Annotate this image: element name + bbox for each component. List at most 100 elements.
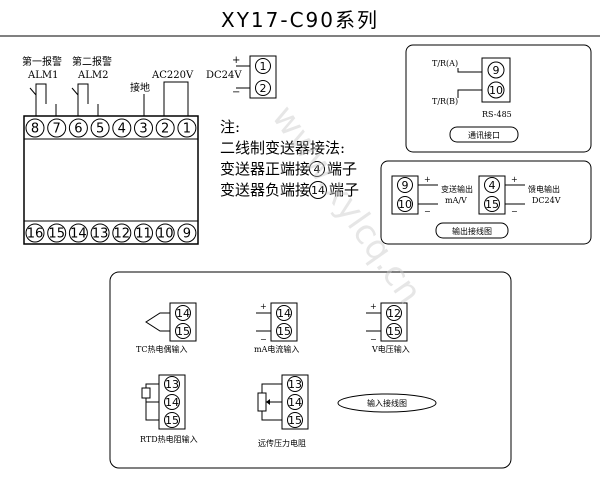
output-caption: 输出接线图 [452,226,492,236]
comm-tra-label: T/R(A) [432,59,458,68]
v-terminal-a [386,305,402,321]
v-plus: + [370,302,377,311]
output-terminal-10-num: 10 [398,198,412,211]
ma-minus: − [260,335,267,344]
alm1-relay [29,83,57,116]
ground-label: 接地 [130,81,150,94]
v-label: V电压输入 [371,344,410,354]
output-terminal-15-num: 15 [485,198,499,211]
output-panel [380,160,592,245]
v-terminal-a-num: 12 [387,307,401,320]
v-input: 12 15 + − V电压输入 [366,302,410,354]
dc24v-minus: − [232,87,240,98]
tc-terminal-a [175,305,191,321]
bottom-terminal [90,223,110,243]
output-terminal-15 [484,196,500,212]
output-right-label2: DC24V [532,196,561,205]
dc24v-terminal-2 [255,80,271,96]
power-wire [163,81,189,116]
output-left-label1: 变送输出 [441,184,473,194]
bottom-terminal [68,223,88,243]
remote-terminal-c [287,412,303,428]
output-left-label2: mA/V [445,196,467,205]
top-terminal [155,118,175,138]
ma-terminal-b-num: 15 [277,325,291,338]
notes-line2-circle [309,161,325,177]
comm-terminal-10-num: 10 [489,84,503,97]
output-right-plus: + [511,175,518,184]
output-left-minus: − [424,207,431,216]
tc-terminal-b [175,323,191,339]
bottom-terminal-num: 16 [27,227,44,242]
bottom-terminal-num: 15 [48,227,65,242]
alm1-label: ALM1 [27,70,58,81]
bottom-terminal-num: 14 [70,227,87,242]
remote-resistor [257,392,267,412]
bottom-terminal-num: 13 [92,227,109,242]
remote-terminal-a-num: 13 [288,378,302,391]
notes-line3-circle [309,181,327,199]
rtd-resistor [141,387,151,399]
tc-terminal-b-num: 15 [176,325,190,338]
top-terminal-num: 7 [53,122,61,137]
output-terminal-10 [397,196,413,212]
remote-wiper-arrow [266,399,270,405]
notes-line3-a: 变送器负端接 [220,181,310,199]
remote-terminal-a [287,376,303,392]
comm-wire-b [457,89,482,98]
notes-line3-num: 14 [311,184,325,197]
ma-terminal-b [276,323,292,339]
top-terminal-num: 5 [96,122,104,137]
top-terminal-num: 6 [74,122,82,137]
top-terminal-num: 1 [183,122,191,137]
comm-terminal-10 [487,81,505,99]
bottom-terminal [134,223,153,243]
output-terminal-4 [484,177,500,193]
alm2-relay [71,83,99,116]
input-panel [109,271,512,469]
top-terminal [90,118,110,138]
comm-terminal-9-num: 9 [493,64,500,77]
remote-terminal-b-num: 14 [288,396,302,409]
rtd-input: 13 14 15 RTD热电阻输入 [140,374,198,444]
notes-line2-num: 4 [314,163,321,176]
output-terminal-4-num: 4 [489,179,496,192]
remote-input: 13 14 15 远传压力电阻 [257,374,309,448]
power-label: AC220V [151,70,194,81]
rtd-terminal-a [164,376,180,392]
ma-input: 14 15 + − mA电流输入 [254,302,299,354]
notes-line2-a: 变送器正端接 [220,160,310,178]
output-caption-pill [435,222,509,239]
tc-terminal-a-num: 14 [176,307,190,320]
top-terminal-num: 3 [139,122,147,137]
rtd-terminal-c-num: 15 [165,414,179,427]
v-minus: − [370,335,377,344]
notes-line3-b: 端子 [329,181,359,199]
ma-label: mA电流输入 [254,344,299,354]
top-terminal [177,118,197,138]
top-terminal [68,118,88,138]
dc24v-terminal-2-num: 2 [260,82,267,95]
bottom-terminal-num: 12 [114,227,131,242]
comm-bus-label: RS-485 [482,110,512,119]
input-caption-pill [337,393,437,413]
page-title: XY17-C90系列 [221,8,379,32]
remote-terminal-b [287,394,303,410]
tc-sensor [145,312,170,332]
v-terminal-b [386,323,402,339]
top-terminal [134,118,153,138]
top-terminal-num: 8 [31,122,39,137]
ma-plus: + [260,302,267,311]
comm-wire-a [457,68,482,73]
alm2-cn-label: 第二报警 [72,55,112,68]
terminal-block [23,115,199,245]
top-terminal-num: 2 [161,122,169,137]
output-right-label1: 馈电输出 [528,184,560,194]
rtd-terminal-c [164,412,180,428]
input-caption: 输入接线图 [367,398,407,408]
comm-caption: 通讯接口 [468,130,500,140]
comm-panel [405,44,592,153]
remote-terminal-c-num: 15 [288,414,302,427]
